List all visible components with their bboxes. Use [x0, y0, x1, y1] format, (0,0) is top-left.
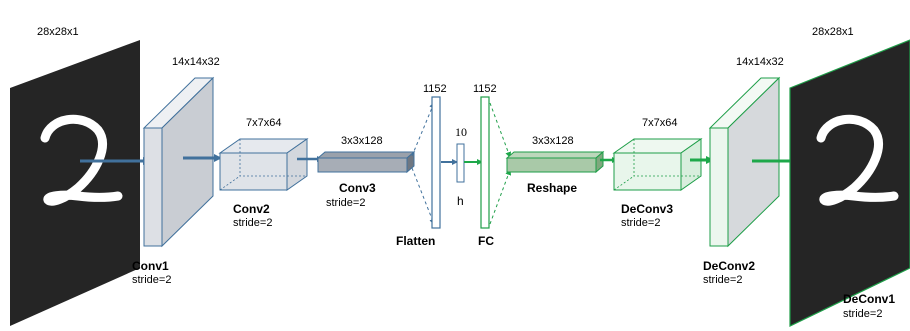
reshape-top-face: [505, 151, 605, 159]
conv3-name-label: Conv3: [339, 181, 376, 195]
reshape-block: [505, 150, 605, 174]
deconv2-name-label: DeConv2: [703, 259, 755, 273]
reshape-front-face: [506, 157, 597, 173]
deconv3-name-label: DeConv3: [621, 202, 673, 216]
deconv3-front-face: [613, 152, 682, 191]
reshape-name-label: Reshape: [527, 181, 577, 195]
output-image-plane: [789, 39, 910, 327]
conv2-block: [218, 138, 309, 191]
fc-dims-label: 1152: [473, 83, 497, 95]
deconv3-block: [612, 138, 703, 191]
output-name-label: DeConv1: [843, 292, 895, 306]
conv3-top-face: [316, 151, 416, 159]
conv1-dims-label: 14x14x32: [172, 56, 220, 68]
conv2-front-face: [219, 152, 288, 191]
deconv3-hidden-diagonal: [613, 175, 635, 191]
code-name-label: h: [457, 194, 464, 208]
flatten-vector: [431, 96, 441, 229]
reshape-dims-label: 3x3x128: [532, 135, 574, 147]
reshape-contract-bottom: [489, 169, 512, 225]
conv1-stride-label: stride=2: [132, 274, 171, 286]
conv2-name-label: Conv2: [233, 202, 270, 216]
conv3-block: [316, 150, 416, 174]
flatten-expand-bottom: [411, 167, 435, 225]
deconv2-front-face: [709, 127, 729, 247]
conv3-front-face: [317, 157, 408, 173]
reshape-contract-top: [489, 102, 512, 158]
flatten-dims-label: 1152: [423, 83, 447, 95]
conv1-name-label: Conv1: [132, 259, 169, 273]
conv2-dims-label: 7x7x64: [246, 117, 281, 129]
flatten-name-label: Flatten: [396, 234, 435, 248]
fc-name-label: FC: [478, 234, 494, 248]
flatten-expand-top: [411, 102, 435, 157]
deconv3-stride-label: stride=2: [621, 217, 660, 229]
code-vector: [456, 143, 465, 183]
conv3-dims-label: 3x3x128: [341, 135, 383, 147]
code-dims-label: 10: [455, 125, 467, 139]
input-dims-label: 28x28x1: [37, 26, 79, 38]
input-image-plane: [10, 40, 140, 326]
conv1-block: [142, 76, 215, 248]
conv2-stride-label: stride=2: [233, 217, 272, 229]
deconv2-dims-label: 14x14x32: [736, 56, 784, 68]
input-digit-glyph: [40, 114, 123, 206]
output-digit-glyph: [816, 114, 899, 206]
input-image: [10, 40, 140, 326]
output-image: [789, 39, 910, 327]
deconv2-stride-label: stride=2: [703, 274, 742, 286]
output-dims-label: 28x28x1: [812, 26, 854, 38]
conv2-hidden-diagonal: [219, 175, 241, 191]
fc-vector: [480, 96, 490, 229]
output-stride-label: stride=2: [843, 308, 882, 320]
conv1-front-face: [143, 127, 163, 247]
deconv3-dims-label: 7x7x64: [642, 117, 677, 129]
conv3-stride-label: stride=2: [326, 197, 365, 209]
